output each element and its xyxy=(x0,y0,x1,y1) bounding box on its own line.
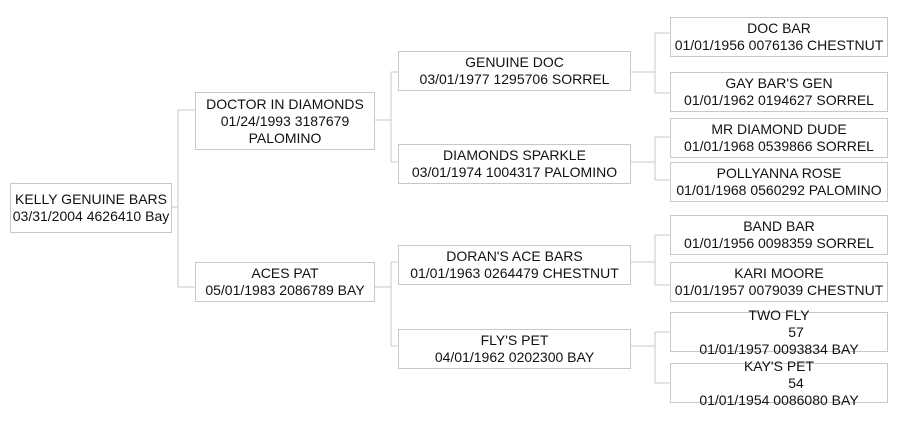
dam-node: ACES PAT 05/01/1983 2086789 BAY xyxy=(195,262,375,302)
dam-dam-node: FLY'S PET 04/01/1962 0202300 BAY xyxy=(398,329,631,369)
ggp-node-5: BAND BAR 01/01/1956 0098359 SORREL xyxy=(670,215,888,255)
ggp-details: 01/01/1957 0079039 CHESTNUT xyxy=(674,282,884,298)
sire-sire-node: GENUINE DOC 03/01/1977 1295706 SORREL xyxy=(398,51,631,91)
sire-sire-details: 03/01/1977 1295706 SORREL xyxy=(419,71,610,87)
ggp-details: 01/01/1954 0086080 BAY xyxy=(699,391,859,408)
ggp-name: TWO FLY xyxy=(748,306,810,323)
dam-dam-details: 04/01/1962 0202300 BAY xyxy=(434,349,595,365)
sire-node: DOCTOR IN DIAMONDS 01/24/1993 3187679 PA… xyxy=(195,92,375,150)
ggp-name: POLLYANNA ROSE xyxy=(716,165,842,181)
dam-sire-name: DORAN'S ACE BARS xyxy=(446,248,583,264)
ggp-node-2: GAY BAR'S GEN 01/01/1962 0194627 SORREL xyxy=(670,72,888,112)
ggp-node-6: KARI MOORE 01/01/1957 0079039 CHESTNUT xyxy=(670,262,888,302)
sire-name: DOCTOR IN DIAMONDS xyxy=(206,95,364,112)
dam-name: ACES PAT xyxy=(251,265,319,281)
ggp-name: DOC BAR xyxy=(747,20,811,36)
ggp-details: 01/01/1968 0560292 PALOMINO xyxy=(676,182,882,198)
ggp-node-1: DOC BAR 01/01/1956 0076136 CHESTNUT xyxy=(670,17,888,57)
sire-details: 01/24/1993 3187679 xyxy=(220,112,350,129)
dam-sire-node: DORAN'S ACE BARS 01/01/1963 0264479 CHES… xyxy=(398,245,631,285)
ggp-details: 01/01/1957 0093834 BAY xyxy=(699,340,859,357)
sire-color: PALOMINO xyxy=(248,129,322,146)
ggp-node-4: POLLYANNA ROSE 01/01/1968 0560292 PALOMI… xyxy=(670,162,888,202)
dam-dam-name: FLY'S PET xyxy=(480,332,549,348)
ggp-details: 01/01/1956 0076136 CHESTNUT xyxy=(674,37,884,53)
ggp-note: 54 xyxy=(788,374,804,391)
sire-dam-name: DIAMONDS SPARKLE xyxy=(443,147,586,163)
ggp-node-3: MR DIAMOND DUDE 01/01/1968 0539866 SORRE… xyxy=(670,118,888,158)
ggp-name: MR DIAMOND DUDE xyxy=(711,121,847,137)
ggp-details: 01/01/1956 0098359 SORREL xyxy=(684,235,874,251)
ggp-details: 01/01/1962 0194627 SORREL xyxy=(684,92,874,108)
ggp-name: KAY'S PET xyxy=(743,357,815,374)
sire-sire-name: GENUINE DOC xyxy=(465,54,564,70)
ggp-name: GAY BAR'S GEN xyxy=(725,75,833,91)
subject-name: KELLY GENUINE BARS xyxy=(15,191,167,207)
sire-dam-details: 03/01/1974 1004317 PALOMINO xyxy=(411,164,618,180)
ggp-note: 57 xyxy=(788,323,804,340)
dam-details: 05/01/1983 2086789 BAY xyxy=(205,282,365,298)
sire-dam-node: DIAMONDS SPARKLE 03/01/1974 1004317 PALO… xyxy=(398,144,631,184)
dam-sire-details: 01/01/1963 0264479 CHESTNUT xyxy=(410,265,619,281)
subject-details: 03/31/2004 4626410 Bay xyxy=(12,208,170,224)
ggp-name: KARI MOORE xyxy=(734,265,824,281)
ggp-details: 01/01/1968 0539866 SORREL xyxy=(684,138,874,154)
ggp-name: BAND BAR xyxy=(743,218,815,234)
subject-node: KELLY GENUINE BARS 03/31/2004 4626410 Ba… xyxy=(10,183,172,233)
